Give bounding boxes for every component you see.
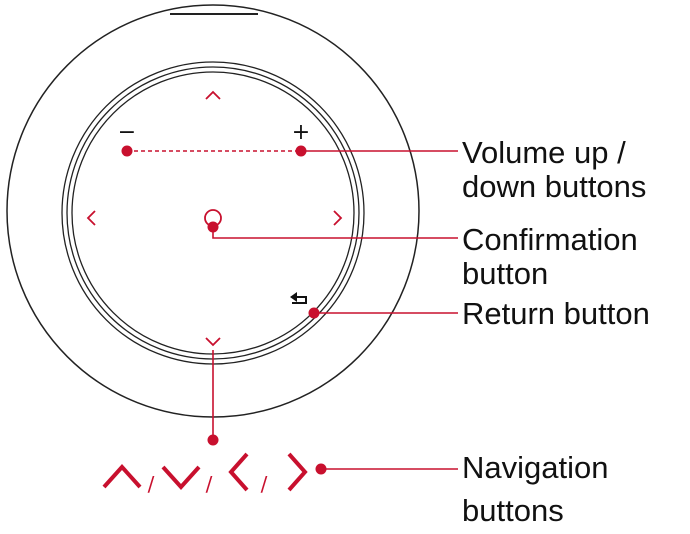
volume-label-line-2: down buttons — [462, 169, 646, 204]
confirmation-leader-line — [212, 227, 458, 239]
volume-plus-symbol[interactable]: + — [292, 120, 310, 145]
navigation-top-marker — [207, 434, 219, 446]
nav-row-chevron-right-icon — [287, 452, 308, 492]
control-face — [61, 61, 365, 365]
navigation-row: / / / — [102, 452, 308, 496]
nav-row-chevron-up-icon — [102, 464, 142, 489]
nav-separator-2: / — [206, 472, 213, 496]
confirmation-label-line-1: Confirmation — [462, 222, 638, 257]
volume-minus-marker — [121, 145, 133, 157]
volume-minus-symbol[interactable]: − — [118, 120, 136, 145]
chevron-left-icon[interactable] — [86, 210, 96, 226]
confirmation-label-line-2: button — [462, 256, 548, 291]
return-arrow-icon[interactable] — [290, 292, 307, 304]
navigation-label-line-1: Navigation — [462, 450, 608, 485]
return-label: Return button — [462, 296, 650, 331]
nav-separator-3: / — [261, 472, 268, 496]
nav-row-chevron-down-icon — [161, 465, 201, 490]
volume-label-line-1: Volume up / — [462, 135, 626, 170]
nav-separator-1: / — [148, 472, 155, 496]
chevron-up-icon[interactable] — [205, 90, 221, 100]
chevron-right-icon[interactable] — [333, 210, 343, 226]
navigation-label-line-2: buttons — [462, 493, 564, 528]
nav-row-chevron-left-icon — [228, 452, 249, 492]
chevron-down-icon[interactable] — [205, 337, 221, 347]
